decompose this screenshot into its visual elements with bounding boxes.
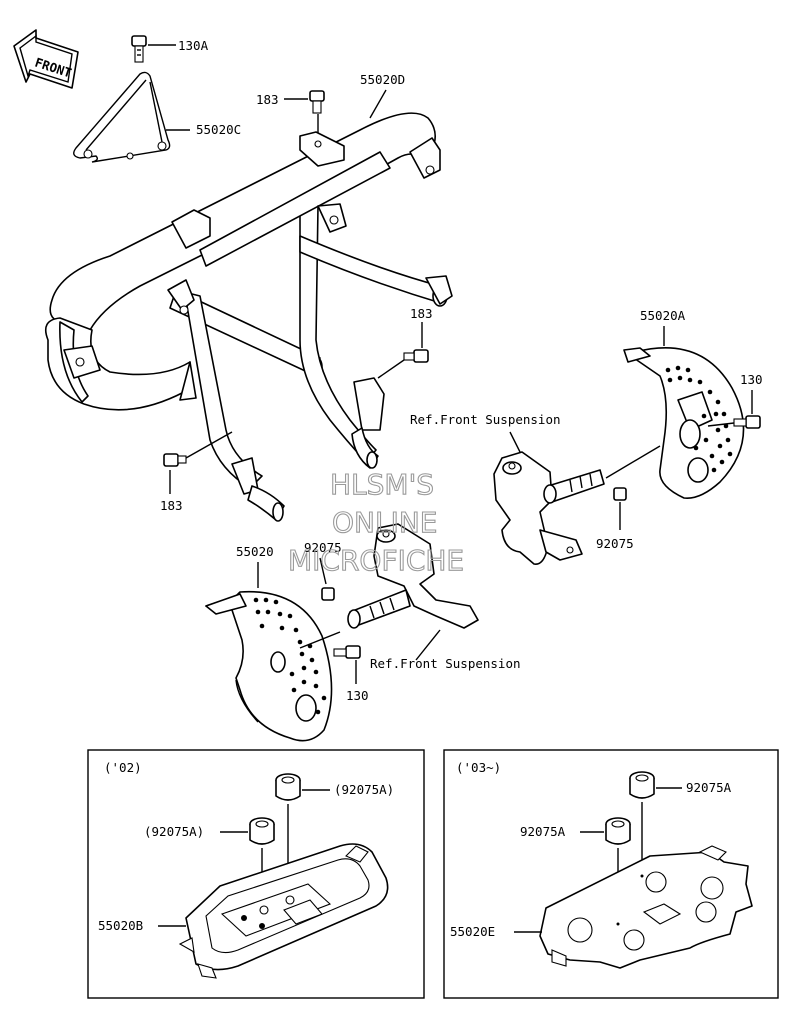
label-55020e: 55020E [450, 924, 495, 939]
label-92075-right: 92075 [596, 536, 634, 551]
inset-box-02 [87, 749, 425, 999]
label-130-right: 130 [740, 372, 763, 387]
steering-knuckle-right [493, 451, 605, 565]
damper-92075a-top-02-icon [275, 773, 301, 801]
collar-92075-left-icon [321, 587, 335, 601]
label-55020b: 55020B [98, 918, 143, 933]
disc-guard-55020a [623, 347, 745, 499]
disc-guard-55020 [205, 590, 333, 742]
steering-knuckle-left [347, 523, 479, 629]
watermark: HLSM'S ONLINE MICROFICHE [287, 467, 464, 577]
vent-holes-55020 [253, 597, 327, 715]
damper-92075a-left-02-icon [249, 817, 275, 845]
label-55020c: 55020C [196, 122, 241, 137]
inset-03-year: ('03~) [456, 760, 501, 775]
label-183-top: 183 [256, 92, 279, 107]
skid-plate-55020b [178, 843, 389, 979]
label-183-left: 183 [160, 498, 183, 513]
damper-92075a-top-03-icon [629, 771, 655, 799]
label-92075a-left-03: 92075A [520, 824, 566, 839]
label-183-mid: 183 [410, 306, 433, 321]
bolt-183-left-icon [163, 453, 187, 467]
inset-box-03 [443, 749, 779, 999]
skid-plate-55020e [539, 845, 753, 969]
label-130a: 130A [178, 38, 209, 53]
svg-text:ONLINE: ONLINE [332, 506, 437, 539]
front-arrow-icon: FRONT [13, 29, 79, 89]
label-92075a-left-02: (92075A) [144, 824, 204, 839]
ref-front-suspension-top: Ref.Front Suspension [410, 412, 561, 427]
svg-text:MICROFICHE: MICROFICHE [288, 544, 464, 577]
label-55020: 55020 [236, 544, 274, 559]
damper-92075a-left-03-icon [605, 817, 631, 845]
vent-holes-55020a [665, 365, 733, 473]
label-92075-left: 92075 [304, 540, 342, 555]
bolt-183-mid-icon [403, 349, 429, 363]
bolt-130-bottom-icon [333, 645, 361, 659]
label-92075a-top-02: (92075A) [334, 782, 394, 797]
ref-front-suspension-bottom: Ref.Front Suspension [370, 656, 521, 671]
bolt-130-right-icon [733, 415, 761, 429]
bolt-183-top-icon [309, 90, 325, 114]
label-55020a: 55020A [640, 308, 686, 323]
bumper-frame-55020d [44, 112, 453, 522]
collar-92075-right-icon [613, 487, 627, 501]
inset-02-year: ('02) [104, 760, 142, 775]
label-92075a-top-03: 92075A [686, 780, 732, 795]
label-55020d: 55020D [360, 72, 405, 87]
label-130-bottom: 130 [346, 688, 369, 703]
svg-text:HLSM'S: HLSM'S [330, 468, 434, 501]
bolt-130a-icon [131, 35, 147, 63]
clip-55020c-icon [73, 71, 171, 163]
